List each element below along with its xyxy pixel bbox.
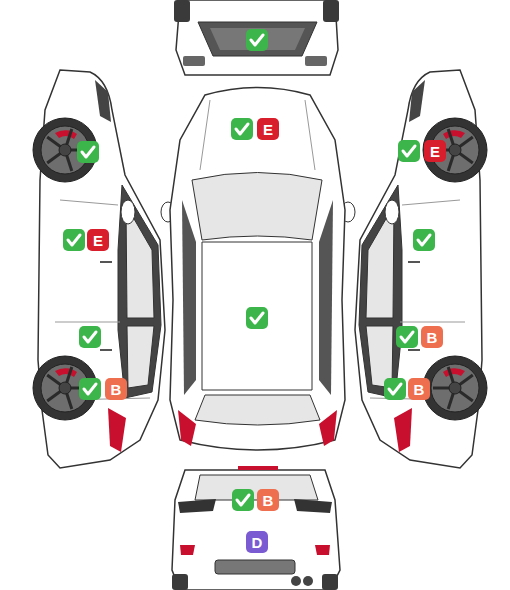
check-badge bbox=[413, 229, 435, 251]
check-icon bbox=[413, 229, 435, 251]
check-mark bbox=[403, 146, 415, 156]
car-outline-part bbox=[294, 499, 332, 513]
check-badge bbox=[79, 326, 101, 348]
check-mark bbox=[389, 384, 401, 394]
check-badge bbox=[246, 307, 268, 329]
right-side-view bbox=[355, 70, 487, 468]
check-badge bbox=[232, 489, 254, 511]
damage-code-badge: B bbox=[408, 378, 430, 400]
check-mark bbox=[418, 235, 430, 245]
car-outline-part bbox=[198, 22, 317, 56]
check-badge bbox=[384, 378, 406, 400]
check-mark bbox=[236, 124, 248, 134]
car-outline-part bbox=[182, 200, 196, 395]
car-outline-part bbox=[172, 470, 340, 590]
damage-code: B bbox=[263, 493, 274, 508]
car-outline-part bbox=[319, 200, 333, 395]
car-outline-part bbox=[178, 499, 216, 513]
check-mark bbox=[68, 235, 80, 245]
damage-code: E bbox=[263, 122, 273, 137]
car-outline-part bbox=[202, 242, 312, 390]
car-outline-part bbox=[174, 0, 190, 22]
check-mark bbox=[401, 332, 413, 342]
damage-code-badge: B bbox=[105, 378, 127, 400]
check-badge bbox=[396, 326, 418, 348]
top-view bbox=[161, 88, 355, 451]
car-outline-part bbox=[170, 88, 345, 451]
check-badge bbox=[398, 140, 420, 162]
damage-code: D bbox=[252, 535, 263, 550]
check-badge bbox=[77, 141, 99, 163]
check-badge bbox=[63, 229, 85, 251]
check-mark bbox=[84, 384, 96, 394]
damage-code-badge: E bbox=[87, 229, 109, 251]
car-outline-part bbox=[303, 576, 313, 586]
check-mark bbox=[82, 147, 94, 157]
car-outline-part bbox=[172, 574, 188, 590]
check-mark bbox=[84, 332, 96, 342]
damage-code: E bbox=[430, 144, 440, 159]
car-outline-part bbox=[192, 173, 322, 241]
check-badge bbox=[231, 118, 253, 140]
car-outline-part bbox=[195, 395, 320, 425]
check-mark bbox=[237, 495, 249, 505]
check-icon bbox=[246, 29, 268, 51]
damage-code: B bbox=[111, 382, 122, 397]
check-icon bbox=[396, 326, 418, 348]
car-outline-part bbox=[210, 28, 305, 50]
check-icon bbox=[232, 489, 254, 511]
car-outline-part bbox=[323, 0, 339, 22]
car-outline-part bbox=[176, 0, 338, 75]
check-icon bbox=[63, 229, 85, 251]
car-outline-part bbox=[319, 410, 337, 446]
check-icon bbox=[384, 378, 406, 400]
car-outline-part bbox=[315, 545, 330, 555]
car-outline-part bbox=[238, 466, 278, 470]
check-badge bbox=[79, 378, 101, 400]
damage-code: B bbox=[414, 382, 425, 397]
car-outline-part bbox=[180, 545, 195, 555]
check-mark bbox=[251, 313, 263, 323]
car-outline-part bbox=[200, 100, 315, 170]
check-mark bbox=[251, 35, 263, 45]
front-view bbox=[174, 0, 339, 75]
check-icon bbox=[398, 140, 420, 162]
damage-code-badge: B bbox=[257, 489, 279, 511]
car-outline-part bbox=[183, 56, 205, 66]
car-outline-part bbox=[322, 574, 338, 590]
check-marks bbox=[63, 29, 435, 511]
car-outline-part bbox=[355, 70, 487, 468]
damage-code-badge: E bbox=[257, 118, 279, 140]
check-badge bbox=[246, 29, 268, 51]
check-icon bbox=[77, 141, 99, 163]
rear-view bbox=[172, 466, 340, 590]
car-outline-part bbox=[215, 560, 295, 574]
check-icon bbox=[79, 326, 101, 348]
damage-code-badge: D bbox=[246, 531, 268, 553]
car-outline-part bbox=[305, 56, 327, 66]
car-outline-part bbox=[178, 410, 196, 446]
damage-code: E bbox=[93, 233, 103, 248]
damage-code: B bbox=[427, 330, 438, 345]
check-icon bbox=[231, 118, 253, 140]
left-side-view bbox=[33, 70, 165, 468]
damage-code-badge: B bbox=[421, 326, 443, 348]
check-icon bbox=[246, 307, 268, 329]
check-icon bbox=[79, 378, 101, 400]
car-outline-part bbox=[291, 576, 301, 586]
damage-code-badge: E bbox=[424, 140, 446, 162]
